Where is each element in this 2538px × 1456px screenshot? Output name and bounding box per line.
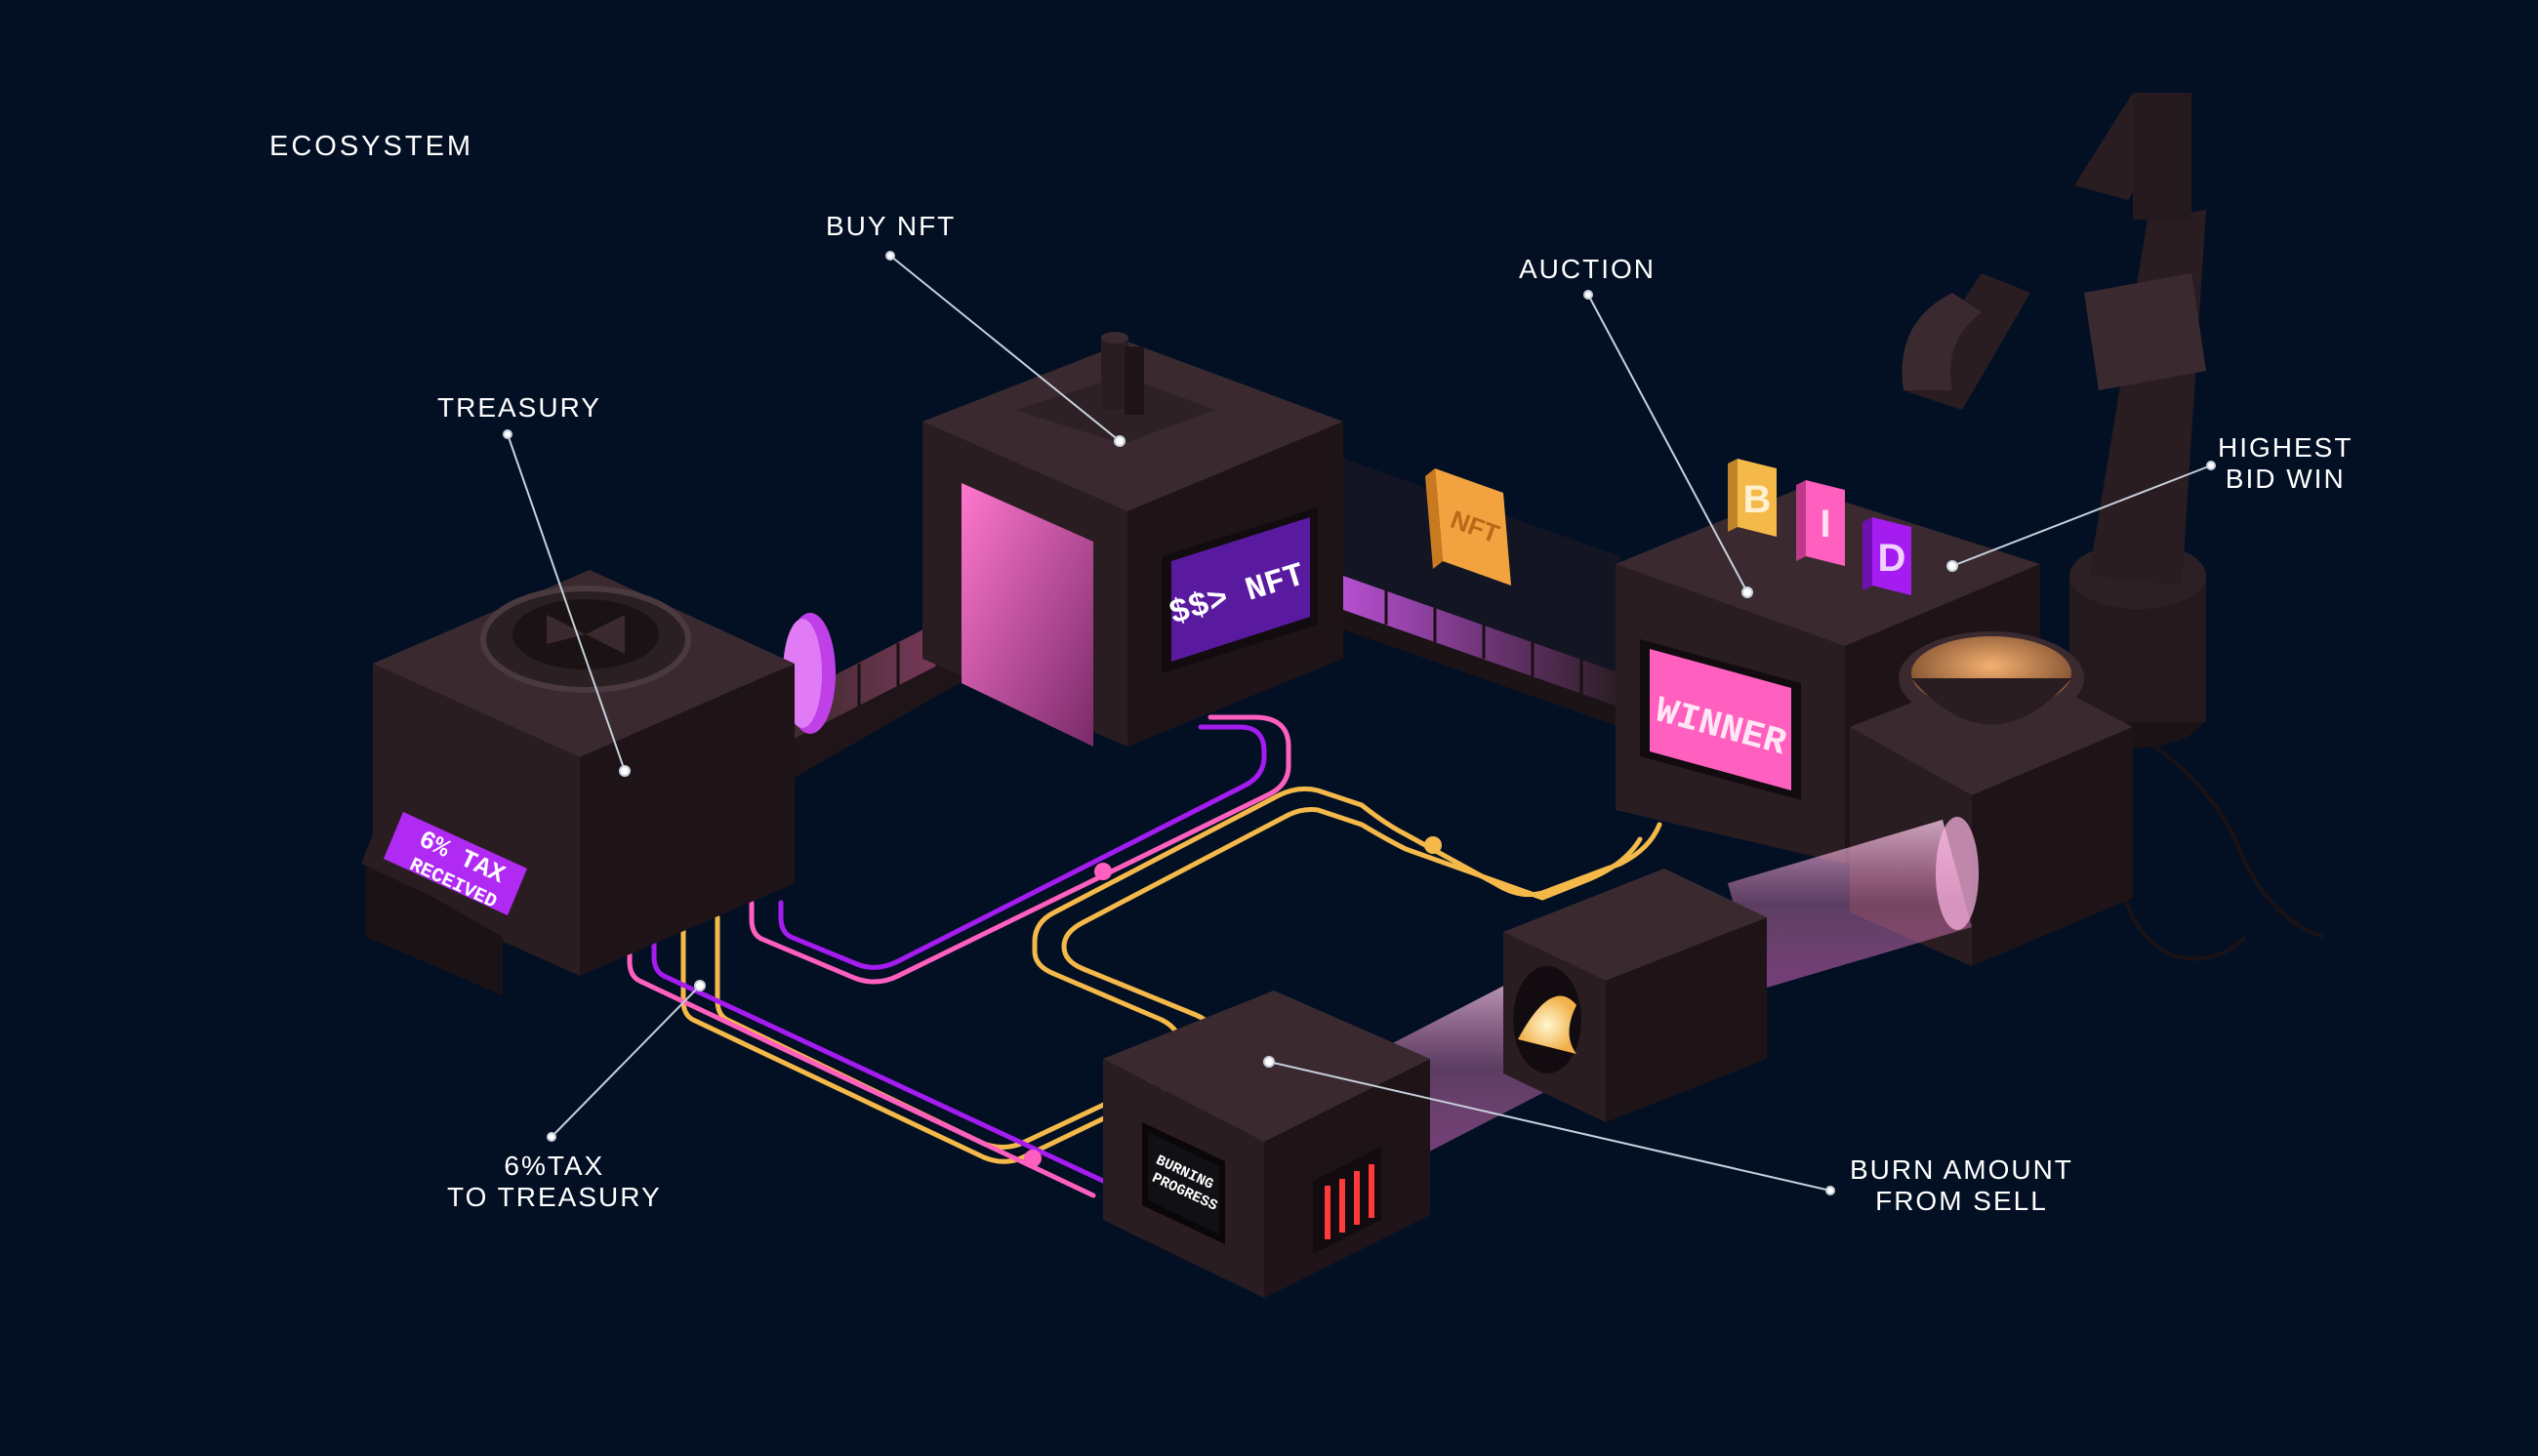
winner-screen [1650, 649, 1791, 790]
label-tax-line1: 6%TAX [504, 1151, 605, 1181]
label-auction-text: AUCTION [1519, 254, 1656, 284]
label-highest-bid-line1: HIGHEST [2218, 432, 2354, 463]
robot-arm [1902, 93, 2324, 961]
wire-purple-top [778, 724, 1267, 970]
chimney-icon [1101, 337, 1128, 410]
glass-tube-upper [1728, 817, 1979, 991]
wire-purple-bottom [651, 934, 1106, 1184]
label-burn-line1: BURN AMOUNT [1850, 1154, 2073, 1185]
svg-text:B: B [1743, 478, 1772, 521]
bid-letter-d: D [1863, 517, 1911, 595]
label-tax-to-treasury: 6%TAX TO TREASURY [447, 1151, 662, 1213]
wires [627, 714, 1662, 1198]
label-highest-bid-line2: BID WIN [2225, 464, 2346, 494]
wire-yellow-1 [715, 786, 1662, 1150]
bid-letter-b: B [1728, 459, 1777, 537]
wire-yellow-2 [680, 807, 1643, 1164]
nft-ticket-icon: NFT [1425, 468, 1511, 586]
label-tax-line2: TO TREASURY [447, 1182, 662, 1212]
tunnel-opening [962, 483, 1093, 747]
flame-icon [1518, 995, 1576, 1054]
wire-pink-top [749, 714, 1291, 985]
connector-cube [1503, 869, 1767, 1122]
page-title: ECOSYSTEM [269, 131, 474, 162]
burning-progress-screen [1148, 1132, 1219, 1234]
svg-text:I: I [1820, 503, 1830, 546]
label-treasury: TREASURY [437, 392, 601, 424]
claw-icon [1902, 293, 1982, 390]
nft-screen [1171, 517, 1310, 662]
burning-box: BURNING PROGRESS [1103, 991, 1430, 1298]
label-highest-bid-win: HIGHEST BID WIN [2218, 432, 2353, 495]
label-auction: AUCTION [1519, 254, 1656, 285]
buy-nft-box: $$> NFT [922, 332, 1343, 747]
svg-text:D: D [1878, 537, 1906, 580]
furnace-box [1850, 631, 2133, 966]
tax-screen [384, 812, 527, 915]
label-treasury-text: TREASURY [437, 392, 601, 423]
heater-grill-icon [1325, 1164, 1374, 1239]
wire-pink-bottom [627, 944, 1096, 1198]
label-burn-amount: BURN AMOUNT FROM SELL [1850, 1154, 2073, 1217]
treasury-box: 6% TAX RECEIVED [361, 570, 795, 995]
leader-lines [503, 251, 2216, 1195]
bid-letter-i: I [1796, 480, 1845, 566]
label-buy-nft: BUY NFT [826, 211, 956, 242]
label-burn-line2: FROM SELL [1875, 1186, 2048, 1216]
label-buy-nft-text: BUY NFT [826, 211, 957, 241]
